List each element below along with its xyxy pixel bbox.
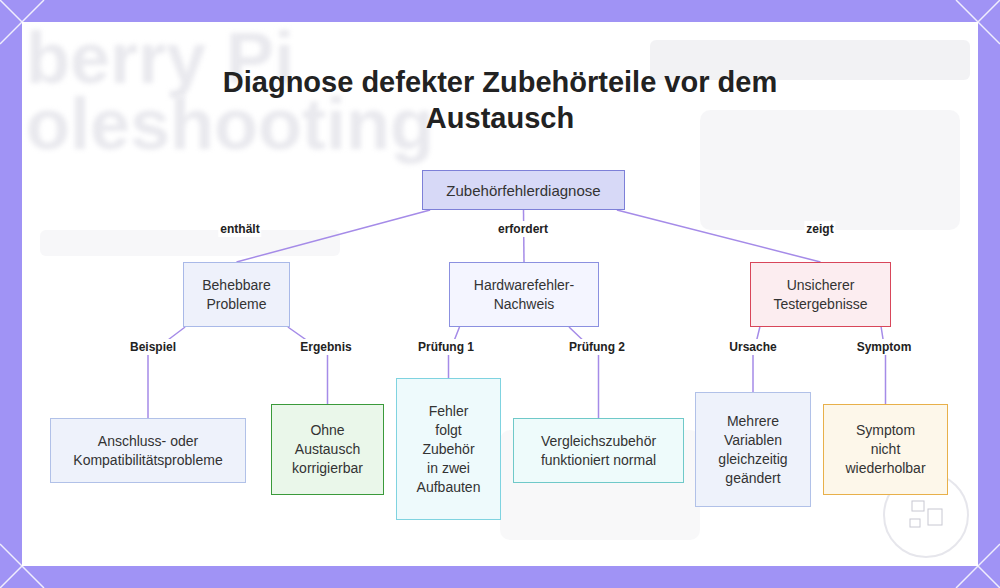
edge-label: Ergebnis [298,339,353,355]
node-text: Symptom nicht wiederholbar [844,421,927,478]
white-panel [22,22,978,566]
edge-label: Prüfung 1 [416,339,476,355]
detail-box: Ohne Austausch korrigierbar [271,404,384,495]
edge-label: Beispiel [128,339,178,355]
detail-box: Mehrere Variablen gleichzeitig geändert [695,392,811,507]
detail-box: Fehler folgt Zubehör in zwei Aufbauten [396,378,501,520]
logo-icon [910,519,920,527]
node-text: Vergleichszubehör funktioniert normal [522,432,675,470]
root-box: Zubehörfehlerdiagnose [422,170,625,210]
photo-shape [40,230,340,256]
connector-line [617,210,821,262]
node-text: Mehrere Variablen gleichzeitig geändert [704,412,802,488]
logo-icon [928,509,942,525]
node-text: Anschluss- oder Kompatibilitätsprobleme [59,432,237,470]
edge-label: Symptom [855,339,914,355]
detail-box: Vergleichszubehör funktioniert normal [513,418,684,483]
node-text: Hardwarefehler-Nachweis [458,276,590,314]
edge-label: zeigt [804,221,835,237]
node-text: Unsicherer Testergebnisse [759,276,882,314]
category-box: Behebbare Probleme [183,262,290,327]
logo-icon [912,501,924,511]
photo-shape [700,110,960,230]
node-text: Zubehörfehlerdiagnose [446,181,600,200]
node-text: Ohne Austausch korrigierbar [288,421,367,478]
edge-label: Prüfung 2 [567,339,627,355]
category-box: Hardwarefehler-Nachweis [449,262,599,327]
detail-box: Symptom nicht wiederholbar [823,404,948,495]
detail-box: Anschluss- oder Kompatibilitätsprobleme [50,418,246,483]
edge-label: enthält [218,221,261,237]
edge-label: Ursache [727,339,778,355]
connector-line [237,210,431,262]
node-text: Fehler folgt Zubehör in zwei Aufbauten [416,402,481,497]
edge-label: erfordert [496,221,550,237]
category-box: Unsicherer Testergebnisse [750,262,891,327]
diagram-title: Diagnose defekter Zubehörteile vor dem A… [200,64,800,136]
node-text: Behebbare Probleme [190,276,283,314]
watermark-text: oleshooting [26,88,434,160]
connector-line [753,327,760,392]
